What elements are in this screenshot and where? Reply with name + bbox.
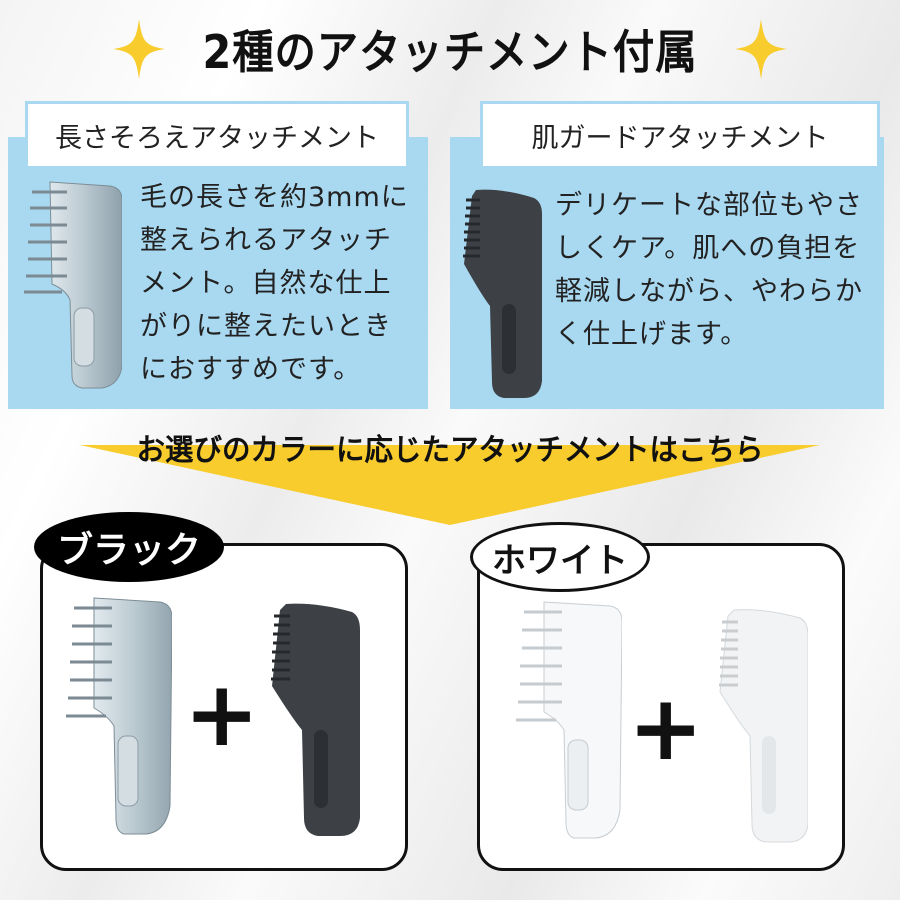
skin-guard-attachment-black-image [271,603,360,836]
black-option-label: ブラック [34,512,224,582]
color-selector-heading: お選びのカラーに応じたアタッチメントはこちら [136,433,764,468]
page-title-row: 2種のアタッチメント付属 [0,14,900,84]
sparkle-icon [735,19,787,79]
down-arrow-icon [80,445,820,525]
page-title: 2種のアタッチメント付属 [202,25,698,79]
length-comb-attachment-clear-image [66,597,172,835]
length-comb-attachment-white-image [516,601,622,839]
sparkle-icon [112,19,165,79]
length-attachment-title: 長さそろえアタッチメント [25,101,409,169]
skin-guard-attachment-image [463,189,542,398]
white-option-label: ホワイト [470,522,650,592]
plus-icon: + [628,676,704,781]
skin-guard-attachment-white-image [719,609,808,843]
skin-guard-attachment-title: 肌ガードアタッチメント [480,101,880,169]
plus-icon: + [184,662,260,767]
length-comb-attachment-image [24,181,122,389]
skin-guard-attachment-description: デリケートな部位もやさ しくケア。肌への負担を 軽減しながら、やわらか く仕上げ… [555,190,863,350]
length-attachment-description: 毛の長さを約3mmに 整えられるアタッチ メント。自然な仕上 がりに整えたいとき… [140,182,409,385]
